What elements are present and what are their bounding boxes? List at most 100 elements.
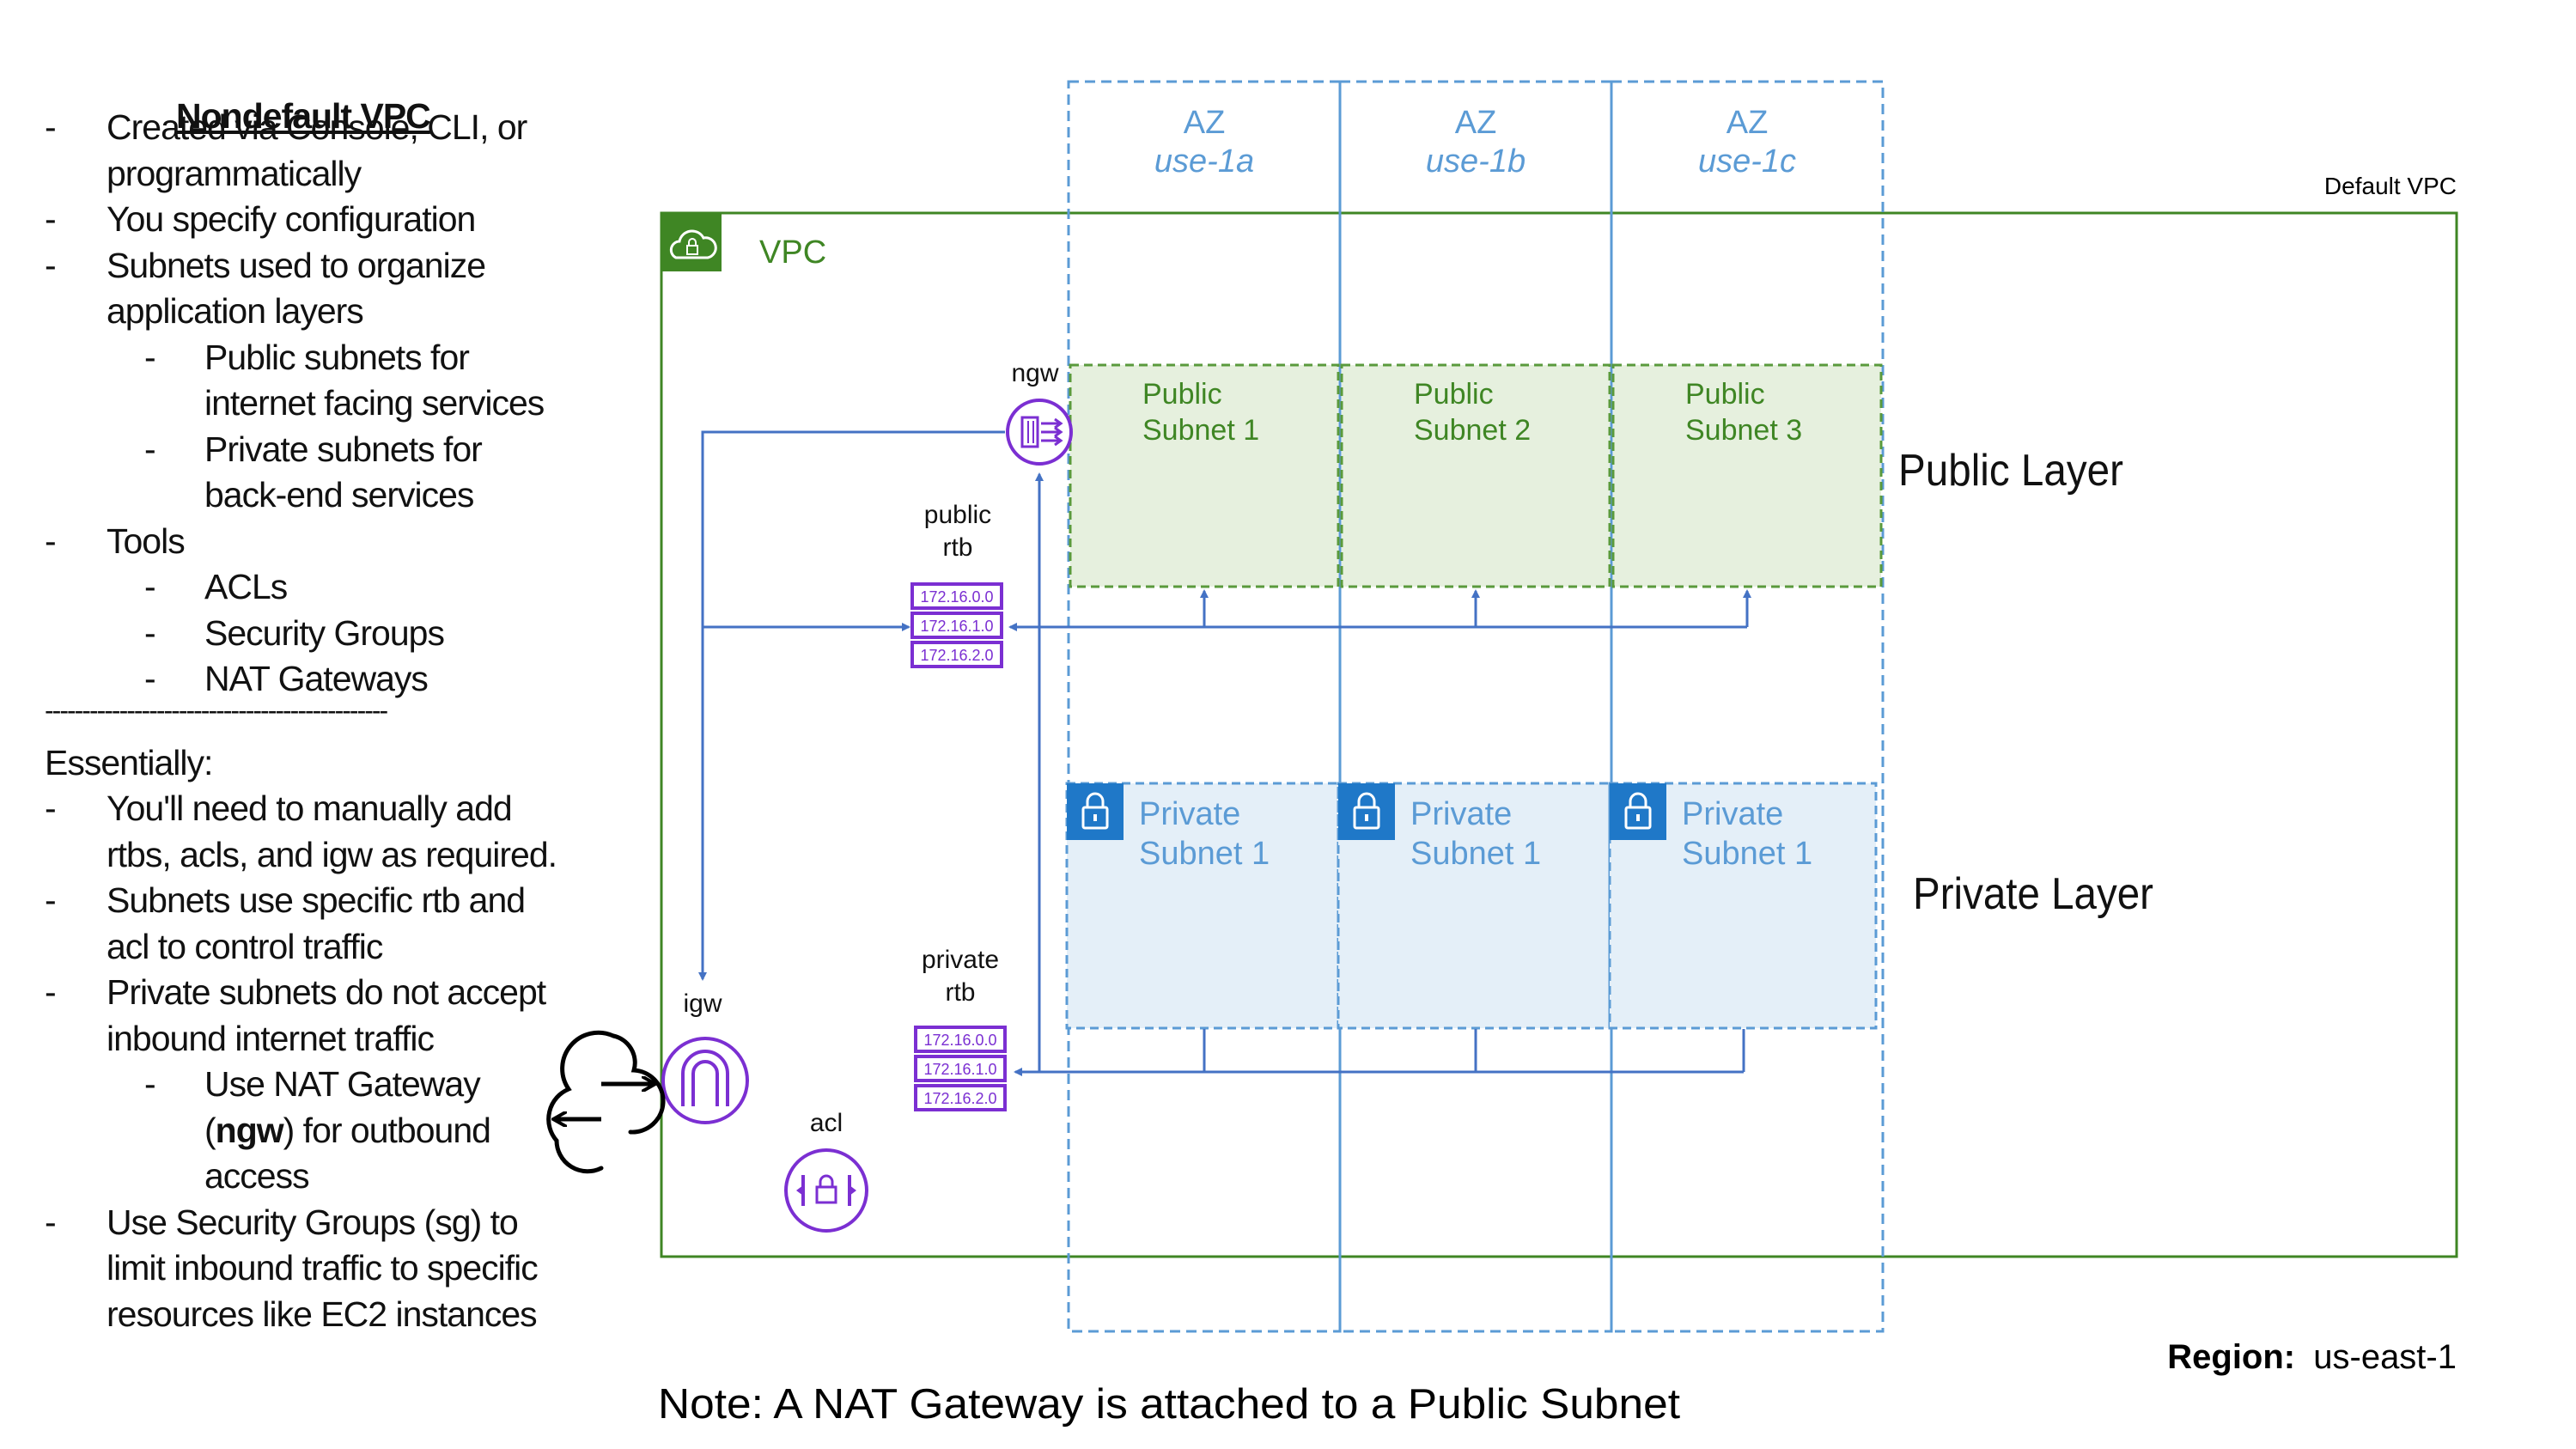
private-route-1: 172.16.0.0: [923, 1032, 996, 1049]
public-route-row-2: [910, 612, 1003, 639]
public-layer-label: Public Layer: [1898, 446, 2123, 496]
note-line: limit inbound traffic to specific: [107, 1248, 539, 1288]
public-subnet-3: [1611, 363, 1883, 588]
private-route-row-1: [914, 1026, 1007, 1053]
public-rtb-label-line1: public: [924, 501, 991, 529]
public-route-3: 172.16.2.0: [920, 647, 993, 664]
notes-title: Nondefault VPC: [176, 96, 431, 136]
note-line: ACLs: [204, 567, 288, 606]
note-line: Tools: [107, 521, 186, 561]
bullet-dash: -: [144, 567, 156, 606]
private-route-row-3: [914, 1084, 1007, 1111]
bullet-dash: -: [45, 521, 57, 561]
private-lock-icons: [1067, 783, 1666, 840]
ngw-label: ngw: [1011, 359, 1058, 387]
note-line: NAT Gateways: [204, 659, 429, 698]
bullet-dash: -: [144, 659, 156, 698]
note-line: You'll need to manually add: [107, 788, 513, 828]
private-subnet-3-line1: Private: [1682, 796, 1783, 832]
private-route-row-2: [914, 1055, 1007, 1082]
nat-gateway-icon: [1006, 399, 1073, 466]
connectors: [698, 430, 1751, 1076]
public-route-1: 172.16.0.0: [920, 588, 993, 606]
note-line: programmatically: [107, 153, 362, 193]
private-subnet-2-line2: Subnet 1: [1410, 836, 1541, 872]
bullet-dash: -: [144, 429, 156, 469]
private-subnet-2-line1: Private: [1410, 796, 1512, 832]
vpc-label: VPC: [759, 234, 826, 271]
az-name-2: use-1b: [1426, 143, 1526, 180]
region-text: Region: us-east-1: [2167, 1338, 2457, 1376]
region-label: Region:: [2167, 1338, 2295, 1376]
bullet-dash: -: [45, 972, 57, 1012]
public-route-table-icon: 172.16.0.0 172.16.1.0 172.16.2.0: [910, 582, 1003, 668]
az-columns: [1067, 80, 1885, 1333]
private-rtb-label-line2: rtb: [945, 978, 975, 1007]
footer-note: Note: A NAT Gateway is attached to a Pub…: [658, 1381, 1680, 1428]
note-line: You specify configuration: [107, 199, 476, 239]
default-vpc-label: Default VPC: [2324, 173, 2457, 199]
internet-gateway-icon: [661, 1037, 749, 1124]
internet-cloud-icon: [546, 1030, 666, 1174]
separator-line: ----------------------------------------…: [45, 694, 388, 726]
connector-ngw-igw: [698, 430, 1005, 981]
public-subnet-3-line2: Subnet 3: [1685, 414, 1802, 447]
acl-label: acl: [810, 1109, 843, 1137]
bullet-dash: -: [144, 1064, 156, 1104]
network-acl-icon: [784, 1148, 868, 1233]
note-line: internet facing services: [204, 383, 545, 423]
note-line: Subnets used to organize: [107, 245, 486, 285]
essentially-label: Essentially:: [45, 742, 213, 782]
bullet-dash: -: [45, 1202, 57, 1242]
public-route-2: 172.16.1.0: [920, 618, 993, 635]
public-subnet-1: [1069, 363, 1340, 588]
note-line: Created via Console, CLI, or: [107, 107, 527, 147]
private-subnets: [1065, 782, 1878, 1030]
note-line: Private subnets for: [204, 429, 483, 469]
note-line: Security Groups: [204, 612, 445, 653]
public-rtb-label-line2: rtb: [942, 533, 972, 562]
private-subnet-3-line2: Subnet 1: [1682, 836, 1812, 872]
public-subnet-1-line1: Public: [1142, 378, 1222, 411]
notes-panel: Nondefault VPC - Created via Console, CLI…: [0, 0, 601, 1449]
az-column-use-1b: [1338, 80, 1613, 1333]
private-layer-label: Private Layer: [1913, 869, 2153, 919]
bullet-dash: -: [144, 337, 156, 377]
az-label-3: AZ: [1726, 105, 1769, 141]
note-line: acl to control traffic: [107, 926, 383, 966]
az-name-1: use-1a: [1154, 143, 1254, 180]
public-subnet-2: [1340, 363, 1611, 588]
az-name-3: use-1c: [1698, 143, 1796, 180]
public-route-row-1: [910, 582, 1003, 610]
az-label-2: AZ: [1455, 105, 1497, 141]
bullet-dash: -: [45, 880, 57, 920]
public-subnets: [1069, 363, 1883, 588]
note-line: Use Security Groups (sg) to: [107, 1202, 519, 1242]
note-line: application layers: [107, 291, 364, 331]
note-line: access: [204, 1156, 310, 1196]
private-subnet-1-line1: Private: [1139, 796, 1240, 832]
public-route-row-3: [910, 641, 1003, 668]
bullet-dash: -: [45, 245, 57, 285]
note-line: back-end services: [204, 475, 474, 514]
az-column-use-1c: [1610, 80, 1885, 1333]
note-line: Public subnets for: [204, 337, 470, 377]
igw-label: igw: [683, 989, 722, 1018]
vpc-boundary: [660, 211, 2458, 1258]
private-route-3: 172.16.2.0: [923, 1090, 996, 1107]
bullet-dash: -: [45, 107, 57, 147]
lock-icon: [1067, 783, 1124, 840]
az-label-1: AZ: [1184, 105, 1226, 141]
note-line: inbound internet traffic: [107, 1018, 435, 1058]
bullet-dash: -: [144, 612, 156, 653]
private-subnet-1-line2: Subnet 1: [1139, 836, 1270, 872]
private-rtb-label-line1: private: [922, 946, 999, 974]
bullet-dash: -: [45, 788, 57, 828]
bullet-dash: -: [45, 199, 57, 239]
public-subnet-2-line2: Subnet 2: [1414, 414, 1531, 447]
lock-icon: [1338, 783, 1395, 840]
private-route-2: 172.16.1.0: [923, 1061, 996, 1078]
public-subnet-3-line1: Public: [1685, 378, 1765, 411]
region-value: us-east-1: [2313, 1338, 2457, 1376]
